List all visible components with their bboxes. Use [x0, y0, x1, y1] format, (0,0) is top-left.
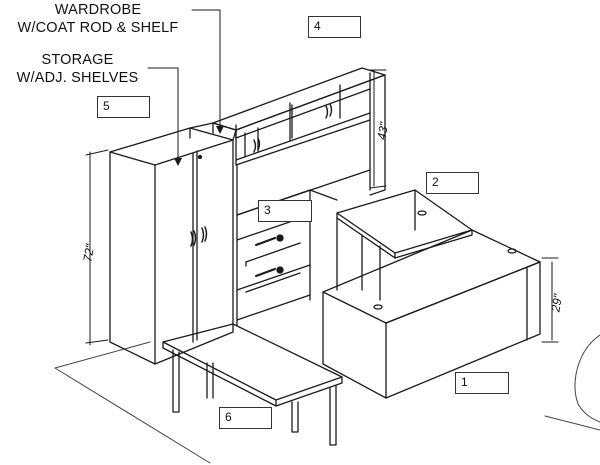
table: [162, 323, 343, 446]
wardrobe-callout-line1: WARDROBE: [54, 2, 142, 18]
label-box-1: 1: [455, 372, 509, 394]
leader-lines: [147, 9, 221, 161]
leader-arrowheads: [174, 126, 224, 166]
floor-outline: [54, 334, 600, 464]
label-box-4: 4: [308, 16, 361, 38]
storage-callout: STORAGE W/ADJ. SHELVES: [10, 51, 145, 87]
label-box-2: 2: [426, 172, 479, 194]
dimension-72: 72": [80, 243, 98, 263]
dimension-43: 43": [374, 121, 392, 141]
return-desk: [336, 189, 473, 301]
storage-callout-line1: STORAGE: [41, 52, 114, 68]
main-desk: [322, 229, 541, 399]
hutch-unit: [212, 67, 386, 216]
hutch-handles: [253, 103, 333, 153]
storage-callout-line2: W/ADJ. SHELVES: [16, 70, 139, 86]
wardrobe-top: [189, 122, 237, 141]
wardrobe-callout-line2: W/COAT ROD & SHELF: [17, 20, 179, 36]
label-box-3: 3: [258, 200, 312, 222]
dimension-lines: [85, 69, 559, 346]
wardrobe-callout: WARDROBE W/COAT ROD & SHELF: [8, 1, 188, 37]
dimension-29: 29": [548, 293, 566, 313]
cabinet-handles: [190, 226, 208, 247]
label-box-5: 5: [97, 96, 150, 118]
label-box-6: 6: [219, 407, 272, 429]
